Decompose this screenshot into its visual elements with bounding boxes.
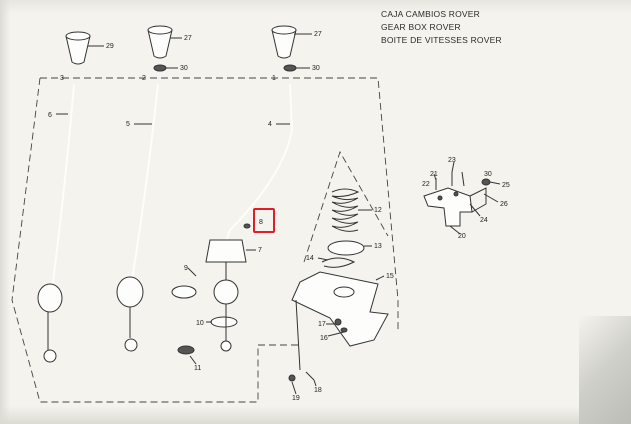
title-french: BOITE DE VITESSES ROVER [381, 35, 502, 45]
callout-23: 23 [448, 157, 456, 164]
scan-corner-shadow [579, 316, 631, 424]
callout-1: 1 [272, 75, 276, 82]
nut-25 [481, 178, 491, 186]
washer-30-a [153, 64, 167, 72]
lever-6 [37, 83, 75, 363]
lever-5 [116, 83, 159, 352]
circlip-14 [321, 257, 356, 268]
highlight-box-callout-8[interactable] [253, 208, 275, 233]
callout-4: 4 [268, 121, 272, 128]
callout-19: 19 [292, 395, 300, 402]
spring-12 [331, 188, 360, 232]
callout-2: 2 [142, 75, 146, 82]
scan-bottom-shadow [0, 406, 631, 424]
detent-plate-20 [423, 187, 487, 227]
callout-15: 15 [386, 273, 394, 280]
callout-30-a: 30 [180, 65, 188, 72]
title-spanish: CAJA CAMBIOS ROVER [381, 9, 481, 19]
scan-top-shadow [0, 0, 631, 14]
spring-guide-lines [303, 150, 389, 263]
callout-21: 21 [430, 171, 438, 178]
ring-13 [327, 240, 365, 256]
callout-13: 13 [374, 243, 382, 250]
o-ring-9 [171, 285, 197, 299]
bolt-18 [305, 371, 315, 381]
lever-housing-7 [205, 239, 247, 263]
callout-3: 3 [60, 75, 64, 82]
callout-27-a: 27 [184, 35, 192, 42]
callout-5: 5 [126, 121, 130, 128]
callout-14: 14 [306, 255, 314, 262]
callout-30-c: 30 [484, 171, 492, 178]
callout-25: 25 [502, 182, 510, 189]
callout-11: 11 [194, 365, 201, 372]
title-english: GEAR BOX ROVER [381, 22, 461, 32]
lever-4 [205, 83, 294, 352]
callout-18: 18 [314, 387, 322, 394]
washer-30-b [283, 64, 297, 72]
callout-6: 6 [48, 112, 52, 119]
callout-16: 16 [320, 335, 328, 342]
callout-8: 8 [259, 219, 263, 226]
nut-16 [340, 327, 348, 333]
callout-26: 26 [500, 201, 508, 208]
callout-7: 7 [258, 247, 262, 254]
callout-27-b: 27 [314, 31, 322, 38]
leader-lines [56, 33, 501, 395]
diagram-title-block: CAJA CAMBIOS ROVER GEAR BOX ROVER BOITE … [381, 8, 502, 47]
knob-27-left [147, 25, 173, 59]
callout-20: 20 [458, 233, 466, 240]
callout-9: 9 [184, 265, 188, 272]
pins-21-22-23 [435, 171, 465, 190]
pin-8 [243, 223, 251, 229]
callout-12: 12 [374, 207, 382, 214]
bolt-19 [288, 374, 296, 382]
bushing-11 [177, 345, 195, 355]
knob-27-right [271, 25, 297, 59]
knob-29 [65, 31, 91, 65]
bracket-15 [291, 271, 389, 371]
scan-left-shadow [0, 0, 10, 424]
assembly-boundary [11, 77, 399, 403]
callout-17: 17 [318, 321, 326, 328]
gasket-10 [210, 316, 238, 328]
callout-10: 10 [196, 320, 204, 327]
screw-17 [334, 318, 342, 326]
callout-30-b: 30 [312, 65, 320, 72]
lever-ball [213, 279, 239, 305]
callout-22: 22 [422, 181, 430, 188]
callout-24: 24 [480, 217, 488, 224]
callout-29: 29 [106, 43, 114, 50]
